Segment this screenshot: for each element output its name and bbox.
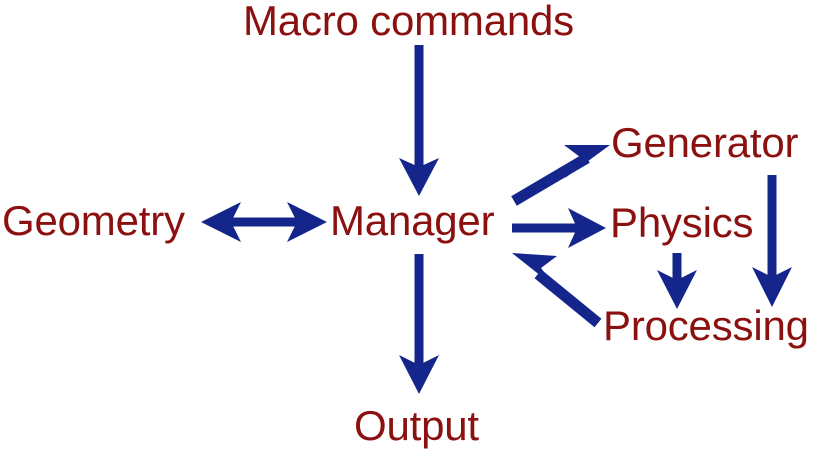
node-geometry[interactable]: Geometry (2, 197, 185, 244)
edge-geometry-manager-bidirectional (201, 202, 327, 242)
edge-processing-to-manager (512, 253, 602, 328)
edge-manager-to-physics (512, 208, 606, 248)
node-output[interactable]: Output (354, 402, 479, 449)
node-generator[interactable]: Generator (611, 119, 799, 166)
edge-macro-to-manager (399, 45, 439, 196)
edge-manager-to-generator (511, 145, 610, 206)
node-physics[interactable]: Physics (610, 199, 754, 246)
node-macro-commands[interactable]: Macro commands (243, 0, 574, 44)
edge-physics-to-processing (657, 253, 697, 309)
node-manager[interactable]: Manager (330, 197, 495, 244)
edge-generator-to-processing (752, 175, 792, 307)
node-processing[interactable]: Processing (603, 302, 809, 349)
edge-manager-to-output (399, 254, 439, 394)
